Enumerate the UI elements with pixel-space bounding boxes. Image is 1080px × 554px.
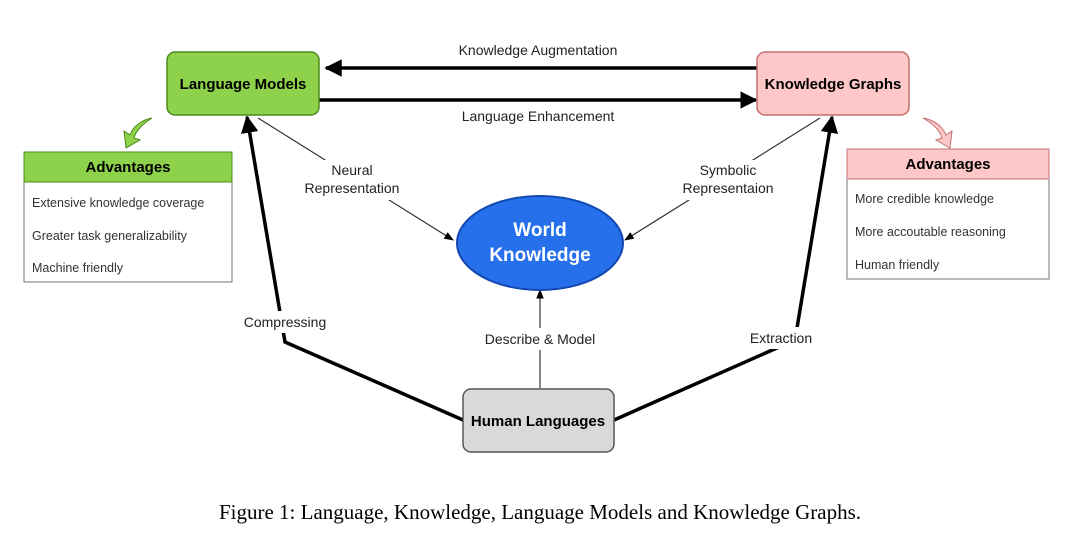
edge-label-neural-line1: Neural [331,162,372,178]
edge-label-compressing: Compressing [236,311,334,333]
node-world-knowledge: World Knowledge [456,195,624,291]
node-language-models-box [166,51,320,116]
node-human-languages: Human Languages [462,388,615,453]
kg-advantages-title: Advantages [905,156,990,173]
node-language-models: Language Models [166,51,320,116]
node-knowledge-graphs-label: Knowledge Graphs [765,76,902,93]
green-curved-arrow-icon [123,117,153,149]
pink-curved-arrow-icon [922,117,953,149]
edge-label-neural-representation: Neural Representation [298,160,408,200]
node-human-languages-box [462,388,615,453]
lm-advantage-item: Machine friendly [32,261,124,275]
edge-label-extraction: Extraction [742,327,820,349]
node-language-models-label: Language Models [180,76,307,93]
edge-label-neural-line2: Representation [305,180,400,196]
lm-advantages-title: Advantages [85,159,170,176]
kg-advantage-item: More accoutable reasoning [855,225,1006,239]
node-world-knowledge-line2: Knowledge [489,245,590,266]
figure-caption: Figure 1: Language, Knowledge, Language … [219,500,861,524]
edge-label-symbolic-line2: Representaion [682,180,773,196]
node-knowledge-graphs: Knowledge Graphs [756,51,910,116]
lm-advantages-header [23,151,233,183]
edge-label-language-enhancement-text: Language Enhancement [462,108,615,124]
edge-label-describe-model-text: Describe & Model [485,331,596,347]
node-world-knowledge-ellipse [456,195,624,291]
kg-advantage-item: Human friendly [855,258,940,272]
edge-label-language-enhancement: Language Enhancement [449,106,627,126]
kg-advantage-item: More credible knowledge [855,192,994,206]
edge-label-describe-model: Describe & Model [471,328,609,350]
node-human-languages-label: Human Languages [471,413,605,430]
node-world-knowledge-line1: World [513,220,566,241]
edge-compressing [240,115,464,422]
edge-label-extraction-text: Extraction [750,330,812,346]
edge-label-knowledge-augmentation-text: Knowledge Augmentation [459,42,618,58]
kg-advantages-header [846,148,1050,180]
edge-label-symbolic-line1: Symbolic [700,162,757,178]
edge-label-compressing-text: Compressing [244,314,326,330]
lm-advantage-item: Greater task generalizability [32,229,188,243]
lm-advantage-item: Extensive knowledge coverage [32,196,204,210]
node-knowledge-graphs-box [756,51,910,116]
edge-label-knowledge-augmentation: Knowledge Augmentation [443,40,633,60]
kg-advantages-box: Advantages More credible knowledge More … [846,148,1050,280]
edge-label-symbolic-representation: Symbolic Representaion [672,160,784,200]
lm-advantages-box: Advantages Extensive knowledge coverage … [23,151,233,283]
